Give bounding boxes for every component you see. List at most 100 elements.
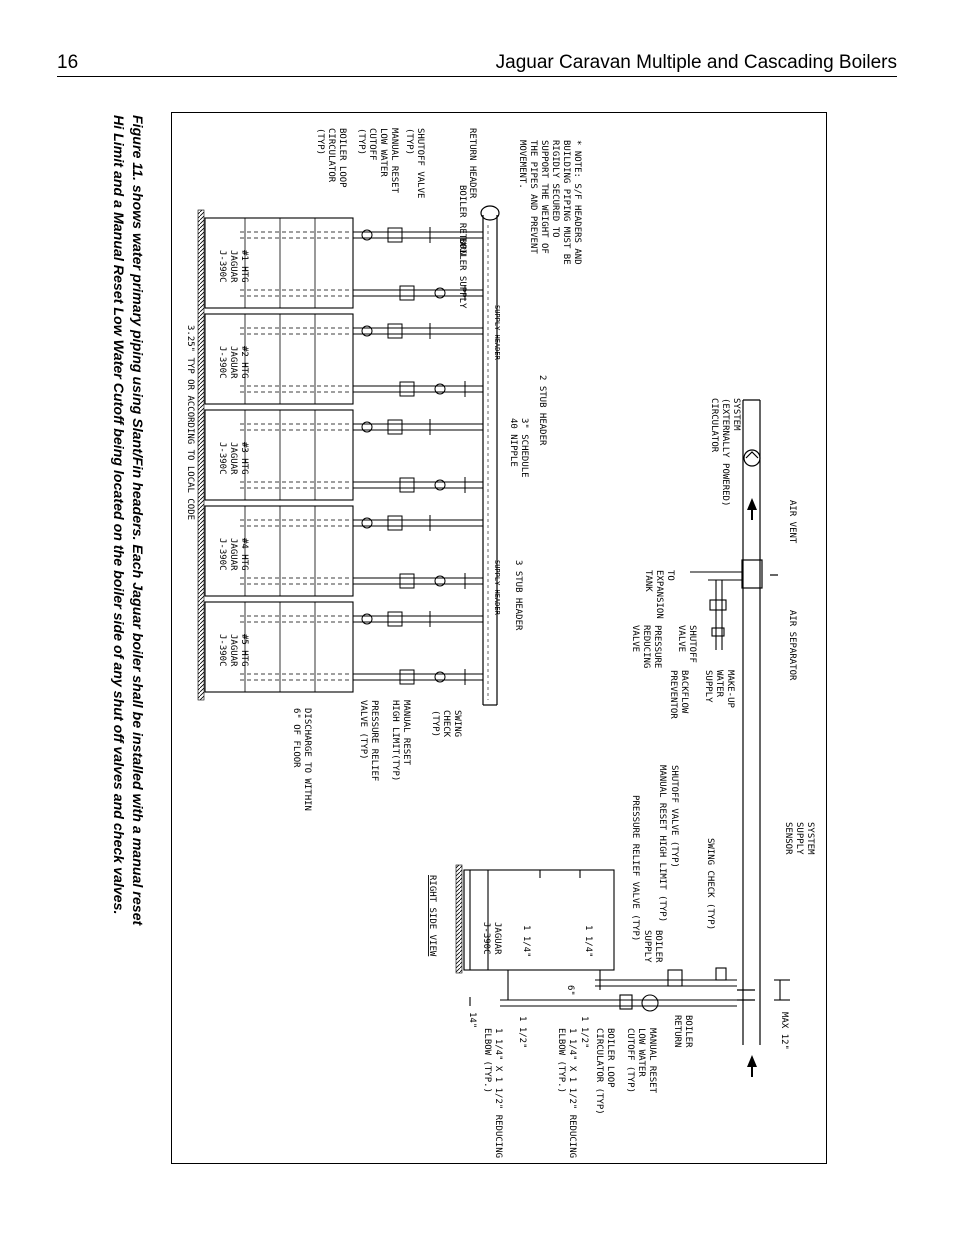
boiler-model: JAGUAR <box>228 634 238 667</box>
side-lwco-1: MANUAL RESET <box>647 1028 657 1094</box>
diagram-frame <box>171 112 827 1164</box>
boiler-code: J-390C <box>217 442 227 475</box>
diagram-labels: * NOTE: S/F HEADERS AND BUILDING PIPING … <box>185 128 815 1158</box>
valve <box>399 381 415 397</box>
page-number: 16 <box>57 52 79 73</box>
side-red2-2: ELBOW (TYP.) <box>482 1028 492 1093</box>
side-shutoff: SHUTOFF VALVE (TYP) <box>669 765 679 868</box>
boiler-cabinet <box>204 313 354 405</box>
prv-red-3: VALVE <box>630 625 640 652</box>
side-pipe-b: 1 1/2" <box>517 1016 527 1049</box>
discharge-1: DISCHARGE TO WITHIN <box>302 708 312 811</box>
side-lwco-2: LOW WATER <box>636 1028 646 1077</box>
boiler-htg: #1 HTG <box>239 250 249 283</box>
valve <box>399 669 415 685</box>
side-floor-hatch <box>455 864 463 974</box>
supply-branch-2 <box>353 381 483 397</box>
prv-red-2: REDUCING <box>641 625 651 668</box>
valve <box>387 515 403 531</box>
valve <box>387 227 403 243</box>
note-line-4: SUPPORT THE WEIGHT OF <box>539 140 549 254</box>
exp-1: TO <box>665 570 675 581</box>
boiler-htg: #5 HTG <box>239 634 249 667</box>
shutoff-typ-2: (TYP) <box>404 128 414 155</box>
circulator <box>361 517 373 529</box>
return-branch-3 <box>353 419 483 435</box>
floor-hatch <box>197 209 205 701</box>
note-line-1: * NOTE: S/F HEADERS AND <box>572 140 582 265</box>
supply-header-label-1: SUPPLY HEADER <box>493 305 501 361</box>
header-rule <box>57 76 897 77</box>
return-branch-4 <box>353 515 483 531</box>
lwco-3: CUTOFF <box>367 128 377 161</box>
circulator <box>361 325 373 337</box>
side-prv: PRESSURE RELIEF VALVE (TYP) <box>630 795 640 941</box>
sys-circ-2: (EXTERNALLY POWERED) <box>720 398 730 506</box>
side-br-1: BOILER <box>683 1015 693 1048</box>
side-bs-1: BOILER <box>653 930 663 963</box>
circulator <box>361 421 373 433</box>
valve <box>387 323 403 339</box>
side-blc-2: CIRCULATOR (TYP) <box>594 1028 604 1115</box>
nipple-1: 3" SCHEDULE <box>519 418 529 478</box>
side-red1-2: ELBOW (TYP.) <box>556 1028 566 1093</box>
makeup-branch <box>690 571 743 650</box>
exp-2: EXPANSION <box>654 570 664 619</box>
right-side-view <box>463 869 790 1012</box>
swing-3: (TYP) <box>430 710 440 737</box>
side-swing-check: SWING CHECK (TYP) <box>705 838 715 930</box>
boiler-code: J-390C <box>217 346 227 379</box>
circulator <box>434 671 446 683</box>
boiler-model: JAGUAR <box>228 346 238 379</box>
sensor-1: SYSTEM <box>805 822 815 855</box>
nipple-2: 40 NIPPLE <box>508 418 518 467</box>
side-view-label: RIGHT SIDE VIEW <box>427 875 437 957</box>
stub-header-3-label: 3 STUB HEADER <box>513 560 523 631</box>
page-title: Jaguar Caravan Multiple and Cascading Bo… <box>495 52 897 73</box>
boiler-code: J-390C <box>217 250 227 283</box>
backflow-2: PREVENTOR <box>668 670 678 719</box>
side-blc-1: BOILER LOOP <box>605 1028 615 1088</box>
circulator <box>434 575 446 587</box>
return-branch-5 <box>353 611 483 627</box>
return-branch-2 <box>353 323 483 339</box>
circulator <box>434 479 446 491</box>
boiler-cabinet <box>204 217 354 309</box>
note-line-6: MOVEMENT. <box>517 140 527 189</box>
circulator <box>361 613 373 625</box>
boiler-supply-label: BOILER SUPPLY <box>457 238 467 309</box>
boiler-htg: #4 HTG <box>239 538 249 571</box>
return-branch-1 <box>353 227 483 243</box>
makeup-3: SUPPLY <box>703 670 713 703</box>
lwco-4: (TYP) <box>356 128 366 155</box>
note-line-2: BUILDING PIPING MUST BE <box>561 140 571 265</box>
air-separator-label: AIR SEPARATOR <box>787 610 797 681</box>
note-line-5: THE PIPES AND PREVENT <box>528 140 538 254</box>
return-header-label: RETURN HEADER <box>467 128 477 199</box>
note-block: * NOTE: S/F HEADERS AND BUILDING PIPING … <box>517 140 582 265</box>
side-dim-6: 6" <box>565 985 575 996</box>
side-unit-1: JAGUAR <box>492 922 502 955</box>
circulator <box>434 383 446 395</box>
air-vent-label: AIR VENT <box>787 500 797 544</box>
circulator <box>434 287 446 299</box>
side-bs-2: SUPPLY <box>642 930 652 963</box>
side-unit-2: J-390C <box>481 922 491 955</box>
boiler-model: JAGUAR <box>228 250 238 283</box>
blc-3: (TYP) <box>315 128 325 155</box>
shutoff-1: SHUTOFF <box>687 625 697 663</box>
stub-header-2-label: 2 STUB HEADER <box>537 375 547 446</box>
discharge-2: 6" OF FLOOR <box>291 708 301 768</box>
side-br-2: RETURN <box>672 1015 682 1048</box>
boiler-code: J-390C <box>217 538 227 571</box>
flow-arrows <box>747 498 757 1077</box>
valve <box>387 611 403 627</box>
valve <box>399 477 415 493</box>
shutoff-2: VALVE <box>676 625 686 652</box>
